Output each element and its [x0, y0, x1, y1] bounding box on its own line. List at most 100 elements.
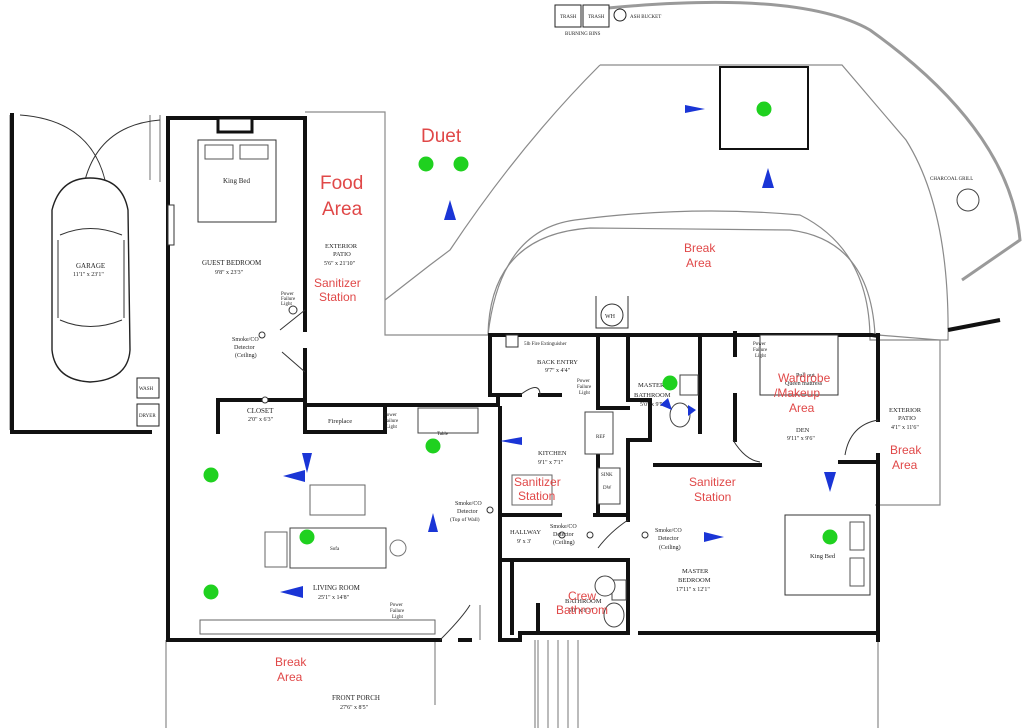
- guest-power-light-3: Light: [281, 302, 292, 307]
- charcoal-grill: [956, 188, 980, 212]
- master-smoke-1: Smoke/CO: [655, 528, 682, 534]
- marker-dot: [418, 156, 434, 172]
- living-smoke-3: (Top of Wall): [450, 516, 480, 523]
- crew-bathroom-zone-1: Crew: [568, 589, 596, 603]
- sanitizer-kitchen-zone-1: Sanitizer: [514, 475, 561, 489]
- guest-power-light-1: Power: [281, 292, 294, 297]
- master-king-bed-label: King Bed: [810, 553, 836, 560]
- camera-triangle: [283, 470, 305, 482]
- living-power-top-2: Failure: [384, 419, 399, 424]
- main-house-walls: [166, 331, 881, 642]
- den-power-3: Light: [755, 354, 766, 359]
- front-porch-label: FRONT PORCH: [332, 694, 380, 702]
- dryer-box: [136, 403, 160, 427]
- guest-smoke-3: (Ceiling): [235, 352, 257, 359]
- dryer-label: DRYER: [139, 414, 156, 419]
- living-power-top-1: Power: [384, 413, 397, 418]
- back-entry-label: BACK ENTRY: [537, 359, 578, 366]
- sanitizer-patio-zone-2: Station: [319, 290, 356, 304]
- camera-triangle: [824, 472, 836, 492]
- master-smoke-2: Detector: [658, 536, 679, 542]
- exterior-patio-east-line2: PATIO: [898, 415, 916, 422]
- sink: [597, 467, 621, 505]
- kitchen-label: KITCHEN: [538, 450, 567, 457]
- closet-size: 2'0" x 6'3": [248, 417, 274, 423]
- wardrobe-zone-2: /Makeup: [774, 386, 820, 400]
- camera-triangle: [660, 398, 672, 410]
- washer-box: [136, 377, 160, 399]
- water-heater: [600, 303, 624, 327]
- room-labels: TRASH TRASH ASH BUCKET BURNING BINS CHAR…: [73, 15, 973, 711]
- camera-triangle: [302, 453, 312, 473]
- guest-bedroom-label: GUEST BEDROOM: [202, 259, 262, 267]
- closet-label: CLOSET: [247, 407, 274, 415]
- master-smoke-3: (Ceiling): [659, 544, 681, 551]
- master-bedroom-line2: BEDROOM: [678, 577, 711, 584]
- wardrobe-zone-1: Wardrobe: [778, 371, 831, 385]
- master-bedroom-label: MASTER: [682, 568, 709, 575]
- food-area-zone-2: Area: [322, 199, 363, 220]
- exterior-patio-east-size: 4'1" x 11'6": [891, 425, 919, 431]
- ash-bucket-label: ASH BUCKET: [630, 15, 661, 20]
- camera-triangle: [762, 168, 774, 188]
- break-top-zone-1: Break: [684, 241, 716, 255]
- guest-smoke-1: Smoke/CO: [232, 337, 259, 343]
- camera-triangle: [280, 586, 303, 598]
- break-front-zone-1: Break: [275, 655, 307, 669]
- garage-label: GARAGE: [76, 262, 105, 270]
- position-markers: [203, 101, 838, 600]
- crew-bathroom-zone-2: Bathroom: [556, 603, 608, 617]
- yard-outline: [9, 0, 1022, 728]
- camera-markers: [280, 105, 836, 598]
- marker-dot: [662, 375, 678, 391]
- food-area-zone-1: Food: [320, 173, 363, 194]
- hall-smoke-3: (Ceiling): [553, 539, 575, 546]
- washer-label: WASH: [139, 387, 154, 392]
- marker-dot: [822, 529, 838, 545]
- duet-zone: Duet: [421, 126, 462, 147]
- dw-label: DW: [603, 486, 612, 491]
- sanitizer-kitchen-zone-2: Station: [518, 489, 555, 503]
- exterior-patio-east-label: EXTERIOR: [889, 407, 922, 414]
- marker-dot: [203, 584, 219, 600]
- marker-dot: [299, 529, 315, 545]
- back-power-3: Light: [579, 391, 590, 396]
- den-mattress-2: Queen mattress: [785, 381, 823, 387]
- master-bedroom-size: 17'11" x 12'1": [676, 587, 710, 593]
- dining-table: [417, 407, 479, 434]
- break-east-zone-2: Area: [892, 458, 918, 472]
- hallway-label: HALLWAY: [510, 529, 541, 536]
- fireplace-label: Fireplace: [328, 418, 352, 425]
- den-power-2: Failure: [753, 348, 768, 353]
- den-mattress-1: Pull out: [796, 373, 815, 379]
- sanitizer-master-zone-1: Sanitizer: [689, 475, 736, 489]
- master-bath-label: MASTER: [638, 382, 665, 389]
- den-size: 9'11" x 9'6": [787, 436, 815, 442]
- camera-triangle: [704, 532, 724, 542]
- water-heater-label: WH: [605, 314, 616, 320]
- hall-smoke-1: Smoke/CO: [550, 524, 577, 530]
- camera-triangle: [444, 200, 456, 220]
- living-room-size: 25'1" x 14'8": [318, 595, 350, 601]
- camera-triangle: [428, 513, 438, 532]
- exterior-patio-west-size: 5'6" x 21'10": [324, 261, 356, 267]
- front-porch-size: 27'6" x 8'5": [340, 705, 369, 711]
- ref-label: REF: [596, 435, 605, 440]
- master-bath-size: 5'0" x 9'5": [640, 402, 666, 408]
- sanitizer-master-zone-2: Station: [694, 490, 731, 504]
- back-power-1: Power: [577, 379, 590, 384]
- guest-king-bed-label: King Bed: [223, 177, 251, 185]
- living-power-bottom-2: Failure: [390, 609, 405, 614]
- living-power-bottom-1: Power: [390, 603, 403, 608]
- marker-dot: [756, 101, 772, 117]
- camera-triangle: [688, 405, 696, 416]
- fixtures: [199, 4, 1001, 728]
- back-power-2: Failure: [577, 385, 592, 390]
- guest-power-light-2: Failure: [281, 297, 296, 302]
- hall-smoke-2: Detector: [553, 532, 574, 538]
- zone-labels: Duet Food Area Sanitizer Station Break A…: [275, 126, 922, 684]
- break-east-zone-1: Break: [890, 443, 922, 457]
- sink-label: SINK: [601, 473, 613, 478]
- den-power-1: Power: [753, 342, 766, 347]
- wardrobe-zone-3: Area: [789, 401, 815, 415]
